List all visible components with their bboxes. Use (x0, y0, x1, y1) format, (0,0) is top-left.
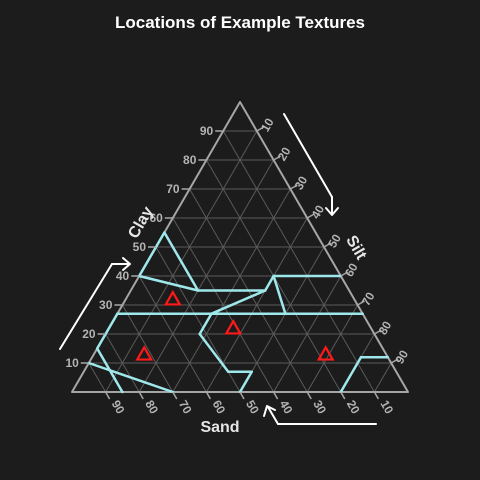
sand-axis-title: Sand (200, 419, 239, 436)
class-boundary-line (210, 289, 267, 315)
silt-tick-label: 20 (275, 144, 294, 163)
class-boundary-line (163, 231, 200, 292)
class-boundary-line (95, 332, 107, 350)
sand-tick-mark (104, 391, 111, 400)
silt-axis-title: Silt (342, 233, 370, 264)
class-boundary-line (137, 231, 166, 278)
silt-tick-label: 90 (392, 347, 411, 366)
clay-tick-label: 20 (82, 327, 96, 341)
grid-line-sand (222, 130, 375, 393)
silt-tick-label: 30 (292, 173, 311, 192)
texture-class-boundaries (87, 231, 390, 394)
sand-tick-label: 90 (109, 398, 128, 417)
grid-line-silt (239, 246, 325, 393)
grid-line-sand (121, 304, 174, 393)
sand-tick-label: 60 (209, 398, 228, 417)
silt-tick-label: 10 (258, 115, 277, 134)
grid-line-silt (273, 275, 342, 393)
sample-point (316, 345, 335, 361)
grid-line-sand (105, 333, 140, 393)
clay-tick-label: 40 (116, 269, 130, 283)
sand-tick-mark (172, 391, 178, 400)
class-boundary-line (198, 332, 230, 373)
silt-tick-mark (374, 329, 382, 335)
sand-tick-label: 80 (142, 398, 161, 417)
sand-arrow-shaft (267, 406, 279, 425)
class-boundary-line (263, 274, 275, 292)
sample-points (135, 289, 335, 361)
class-boundary-line (339, 355, 363, 394)
clay-arrow-head (122, 257, 131, 271)
silt-tick-label: 70 (359, 289, 378, 308)
sand-tick-mark (272, 391, 279, 400)
clay-arrow-shaft (59, 263, 113, 350)
silt-tick-mark (340, 271, 349, 277)
sample-point (163, 289, 182, 306)
clay-tick-label: 80 (183, 153, 197, 167)
clay-tick-label: 70 (166, 182, 180, 196)
class-boundary-line (272, 274, 287, 315)
sand-tick-label: 40 (277, 398, 296, 417)
silt-tick-label: 80 (376, 318, 395, 337)
sand-tick-mark (205, 391, 212, 400)
class-boundary-line (238, 370, 254, 394)
sand-tick-label: 30 (310, 398, 329, 417)
class-boundary-line (198, 312, 213, 336)
silt-arrow-shaft (283, 113, 333, 198)
clay-tick-label: 10 (65, 356, 79, 370)
sand-tick-label: 50 (243, 398, 262, 417)
sand-arrow-head (263, 405, 276, 417)
sand-tick-label: 10 (377, 398, 396, 417)
silt-tick-mark (256, 126, 265, 132)
grid-line-silt (373, 362, 392, 393)
sand-tick-mark (138, 391, 144, 400)
clay-tick-label: 90 (200, 124, 214, 138)
silt-tick-mark (357, 300, 365, 306)
class-boundary-line (104, 312, 119, 336)
axis-arrows (59, 113, 377, 425)
sand-tick-mark (239, 391, 245, 400)
grid-line-sand (88, 362, 107, 393)
class-boundary-line (137, 274, 200, 292)
grid-line-silt (306, 304, 359, 393)
sample-point (224, 318, 243, 335)
class-boundary-line (87, 361, 175, 394)
tick-labels: 10 20 30 40 50 60 70 80 90 10 20 30 40 50 60 70 80 90 90 80… (65, 115, 411, 416)
sand-tick-mark (373, 391, 380, 400)
silt-tick-label: 50 (325, 231, 344, 250)
silt-tick-label: 40 (308, 202, 327, 221)
sample-point (135, 345, 154, 361)
silt-tick-mark (273, 155, 281, 161)
sand-tick-mark (306, 391, 312, 400)
silt-tick-mark (290, 184, 298, 190)
sand-tick-mark (340, 391, 346, 400)
silt-tick-mark (390, 358, 399, 364)
clay-tick-label: 50 (133, 240, 147, 254)
clay-tick-label: 30 (99, 298, 113, 312)
silt-tick-mark (323, 242, 332, 248)
chart-title: Locations of Example Textures (115, 13, 365, 32)
silt-tick-label: 60 (342, 260, 361, 279)
silt-tick-mark (306, 213, 315, 219)
sand-tick-label: 70 (176, 398, 195, 417)
silt-arrow-head (325, 207, 339, 216)
grid-lines (88, 130, 392, 393)
grid-line-sand (138, 275, 207, 393)
sand-tick-label: 20 (344, 398, 363, 417)
clay-tick-label: 60 (149, 211, 163, 225)
